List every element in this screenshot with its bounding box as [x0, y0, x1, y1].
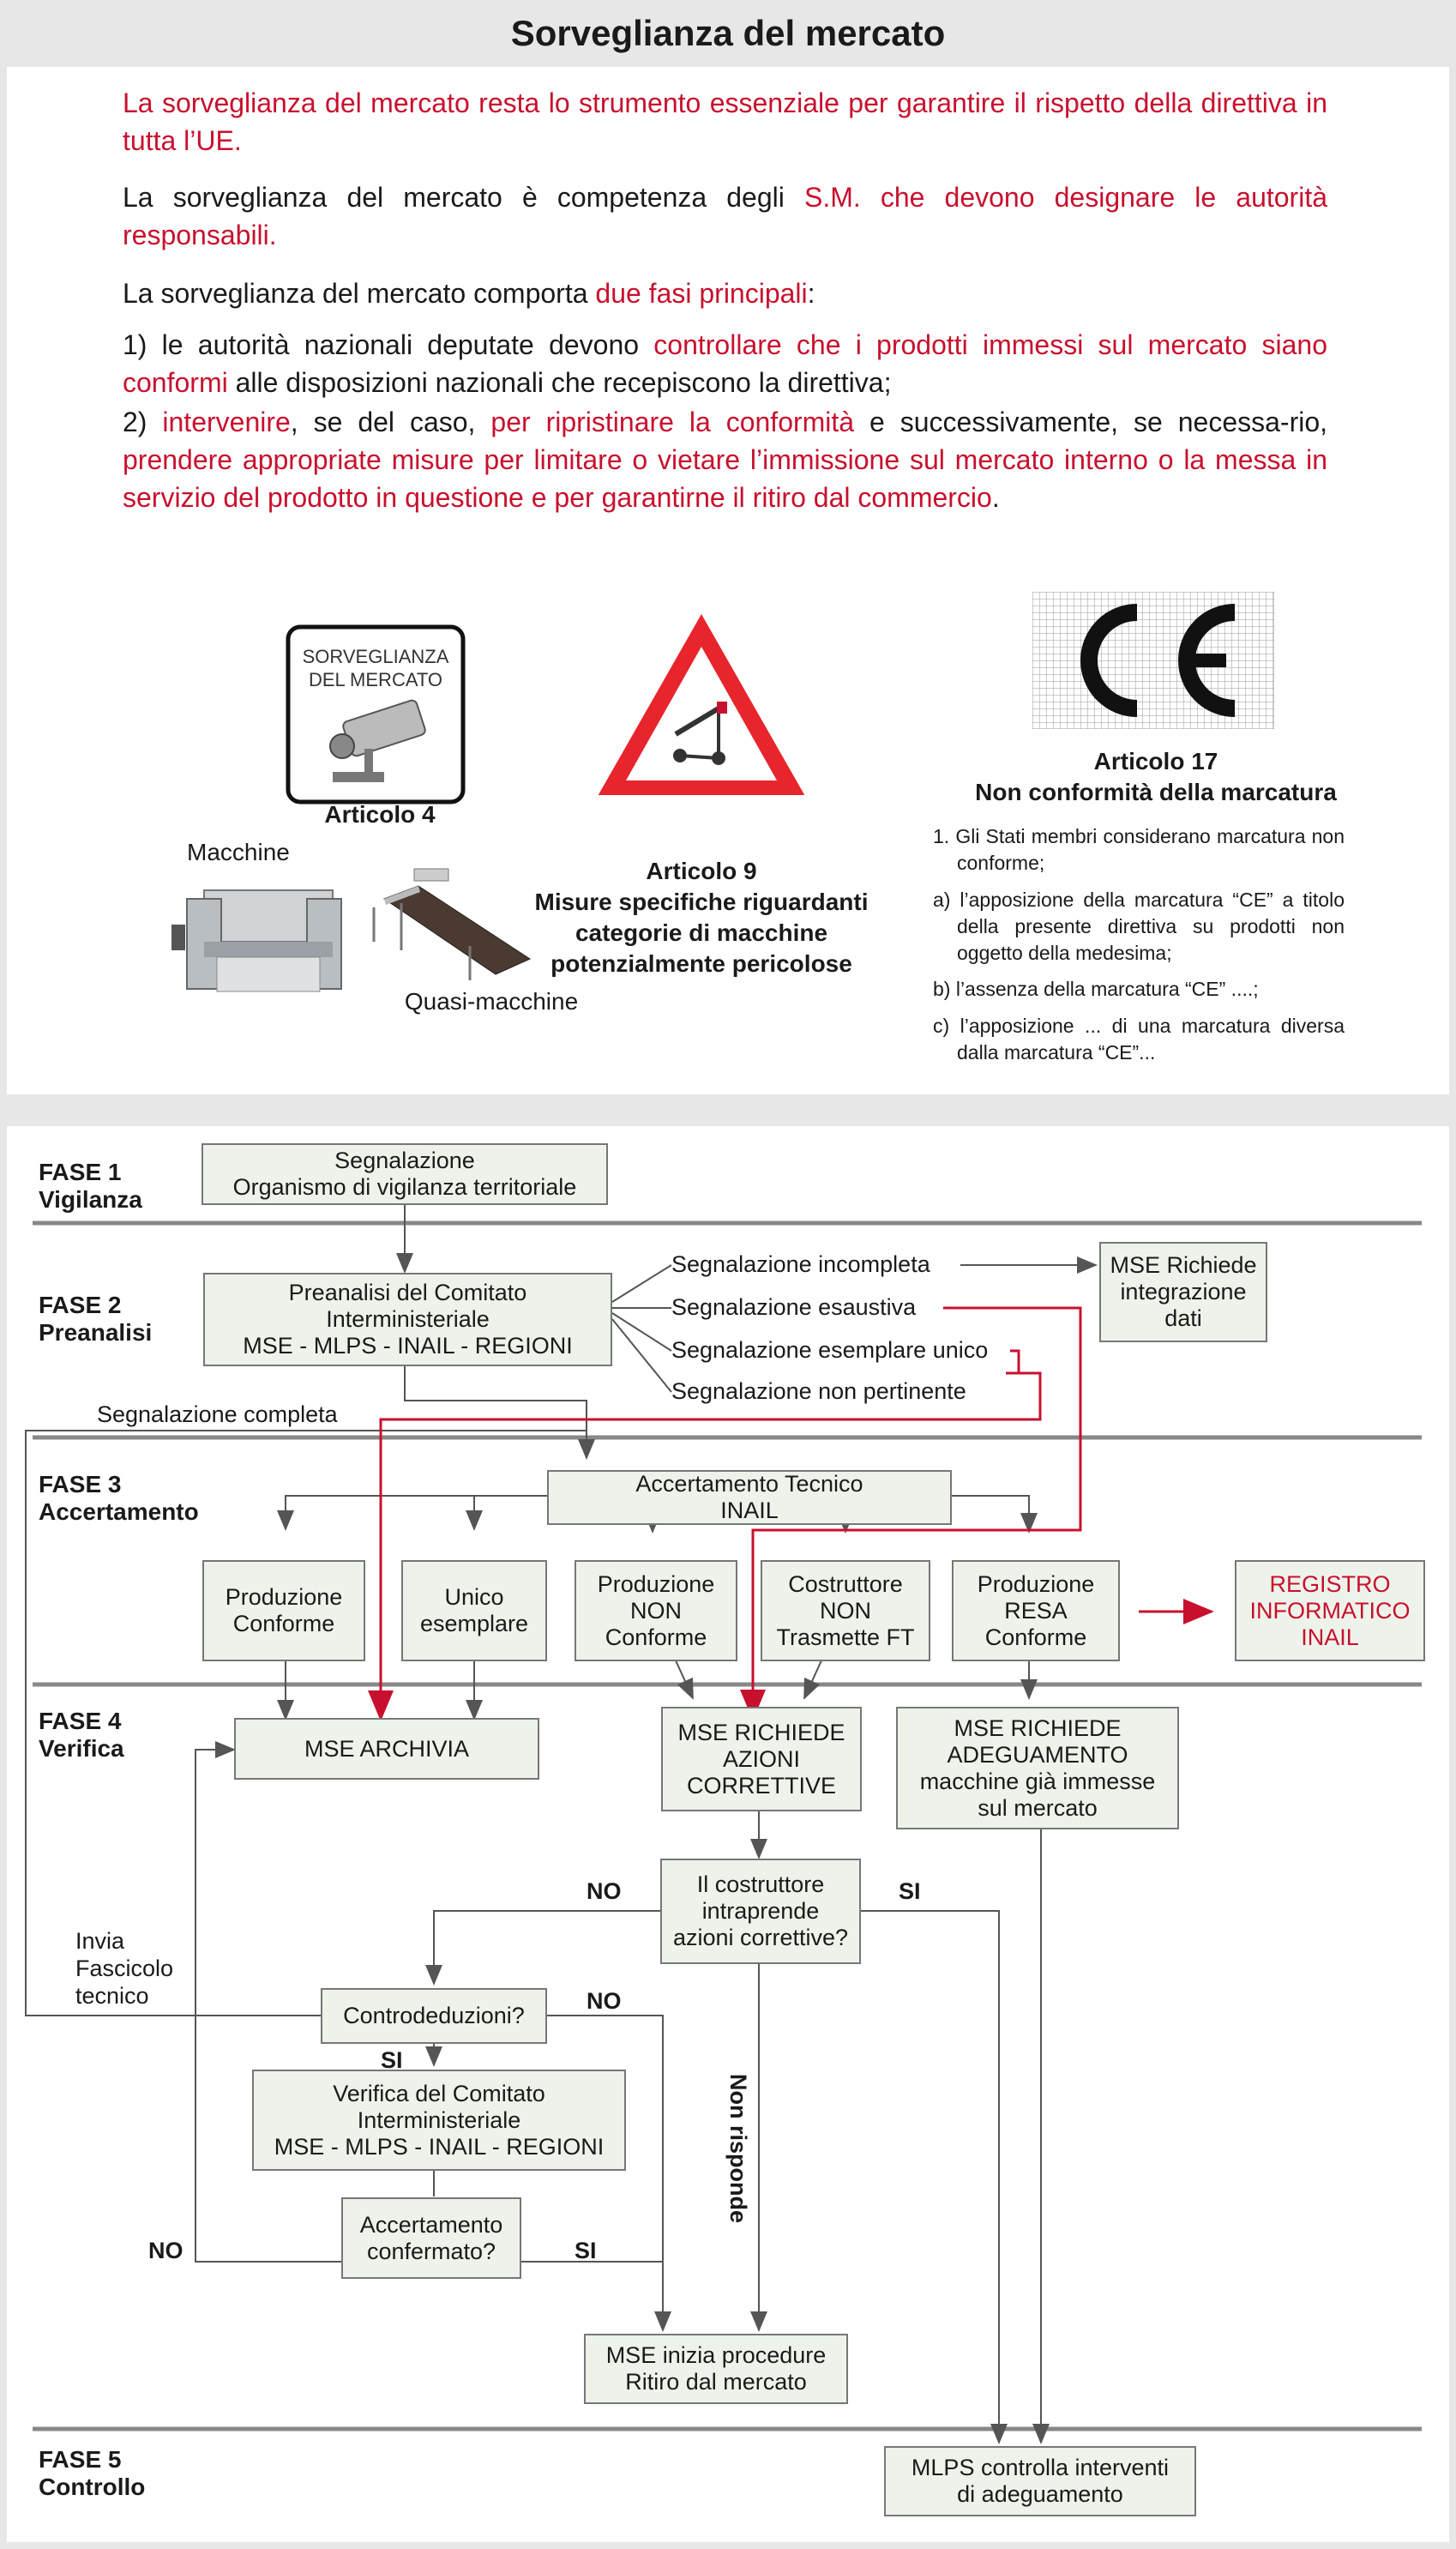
art17-line-2: Non conformità della marcatura — [975, 779, 1337, 805]
p2-highlight: S.M. che devono designare le autorità re… — [123, 182, 1328, 250]
box-produzione-conforme: Produzione Conforme — [202, 1560, 365, 1661]
label-no-confermato: NO — [148, 2238, 184, 2263]
art17-p1: 1. Gli Stati membri considerano marcatur… — [933, 825, 1345, 874]
page-title: Sorveglianza del mercato — [0, 0, 1456, 67]
p2-text: La sorveglianza del mercato è competenza… — [123, 182, 804, 213]
box-verifica-comitato: Verifica del Comitato Interministeriale … — [252, 2070, 626, 2171]
label-invia-fascicolo: Invia Fascicolo tecnico — [75, 1927, 173, 2010]
art4-label: Articolo 4 — [324, 801, 436, 828]
i1-highlight: controllare che i prodotti immessi sul m… — [123, 329, 1328, 398]
label-no-costruttore: NO — [587, 1878, 622, 1904]
box-mlps-controlla: MLPS controlla interventi di adeguamento — [884, 2446, 1196, 2516]
phase-2-num: FASE 2 — [39, 1292, 122, 1318]
phase-3-name: Accertamento — [39, 1498, 199, 1525]
invia-line-1: Invia — [75, 1928, 125, 1954]
camera-icon — [329, 699, 426, 782]
phase-5-name: Controllo — [39, 2474, 146, 2500]
ce-mark-icon — [1032, 592, 1274, 729]
art17-title: Articolo 17 Non conformità della marcatu… — [924, 746, 1387, 808]
i2-h1: intervenire — [162, 407, 291, 437]
warning-triangle-icon — [595, 610, 808, 797]
p3-text: La sorveglianza del mercato comporta — [123, 278, 596, 309]
phase-1-name: Vigilanza — [39, 1186, 142, 1213]
intro-paragraph-3: La sorveglianza del mercato comporta due… — [123, 274, 1327, 312]
box-costruttore-non-trasmette: Costruttore NON Trasmette FT — [761, 1560, 930, 1661]
i2-h2: per ripristinare la conformità — [490, 407, 855, 437]
intro-panel: La sorveglianza del mercato resta lo str… — [7, 67, 1449, 1094]
intro-paragraph-2: La sorveglianza del mercato è competenza… — [123, 178, 1327, 254]
label-segnalazione-esaustiva: Segnalazione esaustiva — [671, 1294, 917, 1320]
box-mse-archivia: MSE ARCHIVIA — [234, 1718, 539, 1780]
list-item-2: 2) intervenire, se del caso, per riprist… — [123, 403, 1327, 516]
box-accertamento-confermato: Accertamento confermato? — [341, 2197, 521, 2279]
art9-line-4: potenzialmente pericolose — [551, 950, 852, 977]
box-preanalisi: Preanalisi del Comitato Interministerial… — [203, 1273, 612, 1366]
box-produzione-non-conforme: Produzione NON Conforme — [575, 1560, 737, 1661]
i2-num: 2) — [123, 407, 163, 437]
i2-t2: e successivamente, se necessa-rio, — [854, 407, 1328, 437]
i2-end: . — [991, 482, 1000, 513]
i2-t1: , se del caso, — [290, 407, 491, 437]
box-controdeduzioni: Controdeduzioni? — [321, 1988, 547, 2044]
machine-symbol-icon — [673, 702, 727, 765]
box-unico-esemplare: Unico esemplare — [401, 1560, 547, 1661]
macchine-label: Macchine — [187, 839, 290, 865]
art9-line-1: Articolo 9 — [646, 858, 757, 884]
art17-pa: a) l’apposizione della marcatura “CE” a … — [933, 889, 1345, 964]
box-mse-adeguamento: MSE RICHIEDE ADEGUAMENTO macchine già im… — [896, 1707, 1179, 1829]
phase-5-num: FASE 5 — [39, 2446, 122, 2473]
phase-4-name: Verifica — [39, 1735, 124, 1762]
box-ritiro-mercato: MSE inizia procedure Ritiro dal mercato — [584, 2334, 848, 2404]
box-mse-richiede-integrazione: MSE Richiede integrazione dati — [1099, 1242, 1267, 1342]
press-brake-icon — [171, 889, 342, 992]
label-si-costruttore: SI — [899, 1878, 921, 1904]
sign-line-2: DEL MERCATO — [309, 669, 442, 690]
i2-h3: prendere appropriate misure per limitare… — [123, 444, 1327, 513]
label-si-controdeduzioni: SI — [381, 2047, 403, 2073]
quasi-macchine-label: Quasi-macchine — [404, 988, 579, 1015]
art9-line-2: Misure specifiche riguardanti — [534, 889, 869, 915]
label-segnalazione-incompleta: Segnalazione incompleta — [671, 1251, 930, 1277]
phase-3-num: FASE 3 — [39, 1471, 122, 1497]
phase-2-name: Preanalisi — [39, 1319, 153, 1346]
p3-colon: : — [807, 278, 815, 309]
conveyor-icon — [372, 868, 532, 980]
phase-4-num: FASE 4 — [39, 1708, 122, 1734]
box-costruttore-intraprende: Il costruttore intraprende azioni corret… — [660, 1859, 861, 1964]
label-segnalazione-esemplare: Segnalazione esemplare unico — [671, 1337, 989, 1363]
box-accertamento-tecnico: Accertamento Tecnico INAIL — [547, 1470, 952, 1525]
surveillance-sign: SORVEGLIANZA DEL MERCATO — [286, 624, 466, 804]
label-no-controdeduzioni: NO — [587, 1988, 622, 2014]
art9-line-3: categorie di macchine — [575, 919, 828, 946]
i1-tail: alle disposizioni nazionali che recepisc… — [227, 367, 892, 398]
art17-pb: b) l’assenza della marcatura “CE” ....; — [933, 978, 1259, 1000]
box-segnalazione: Segnalazione Organismo di vigilanza terr… — [202, 1143, 608, 1205]
intro-paragraph-1: La sorveglianza del mercato resta lo str… — [123, 87, 1327, 156]
art17-line-1: Articolo 17 — [1093, 748, 1218, 774]
box-registro-informatico: REGISTRO INFORMATICO INAIL — [1235, 1560, 1425, 1661]
invia-line-3: tecnico — [75, 1983, 149, 2009]
art17-pc: c) l’apposizione ... di una marcatura di… — [933, 1015, 1345, 1064]
art9-label: Articolo 9 Misure specifiche riguardanti… — [513, 856, 890, 979]
box-produzione-resa-conforme: Produzione RESA Conforme — [952, 1560, 1120, 1661]
list-item-1: 1) le autorità nazionali deputate devono… — [123, 326, 1327, 401]
p3-highlight: due fasi principali — [595, 278, 808, 309]
box-mse-azioni-correttive: MSE RICHIEDE AZIONI CORRETTIVE — [661, 1707, 862, 1811]
label-non-risponde: Non risponde — [725, 2074, 751, 2223]
label-segnalazione-non-pertinente: Segnalazione non pertinente — [671, 1378, 966, 1404]
phase-1-num: FASE 1 — [39, 1159, 122, 1185]
invia-line-2: Fascicolo — [75, 1955, 174, 1981]
i1-text: 1) le autorità nazionali deputate devono — [123, 329, 654, 360]
sign-line-1: SORVEGLIANZA — [303, 646, 449, 667]
label-segnalazione-completa: Segnalazione completa — [97, 1401, 338, 1427]
label-si-confermato: SI — [575, 2238, 597, 2263]
phase-separators — [33, 1220, 1422, 2431]
